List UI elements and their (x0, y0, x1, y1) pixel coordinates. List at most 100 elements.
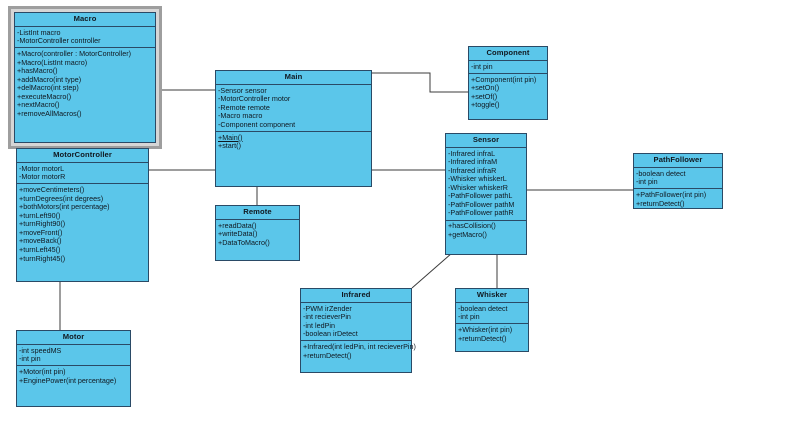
class-name-remote: Remote (216, 206, 299, 220)
methods-compartment-remote: +readData()+writeData()+DataToMacro() (216, 220, 299, 249)
method-row: +readData() (218, 220, 257, 230)
attribute-row: -PathFollower pathL (448, 191, 513, 201)
method-row: +Whisker(int pin) (458, 325, 513, 335)
method-row: +moveFront() (19, 227, 63, 237)
connector-sensor-infrared (411, 252, 453, 289)
attribute-row: -boolean irDetect (303, 329, 358, 339)
method-row: +Main() (218, 132, 243, 142)
class-name-sensor: Sensor (446, 134, 526, 148)
method-row: +Infrared(int ledPin, int recieverPin) (303, 342, 416, 352)
methods-compartment-sensor: +hasCollision()+getMacro() (446, 221, 526, 242)
attribute-row: -Remote remote (218, 102, 270, 112)
attribute-row: -Component component (218, 119, 296, 129)
method-row: +turnDegrees(int degrees) (19, 193, 104, 203)
class-name-infrared: Infrared (301, 289, 411, 303)
attribute-row: -PathFollower pathM (448, 199, 515, 209)
uml-class-motorcontroller[interactable]: MotorController-Motor motorL-Motor motor… (16, 148, 149, 282)
class-name-main: Main (216, 71, 371, 85)
method-row: +EnginePower(int percentage) (19, 375, 117, 385)
attribute-row: -Motor motorR (19, 172, 66, 182)
method-row: +nextMacro() (17, 100, 60, 110)
attributes-compartment-whisker: -boolean detect-int pin (456, 303, 528, 325)
methods-compartment-motorcontroller: +moveCentimeters()+turnDegrees(int degre… (17, 184, 148, 264)
method-row: +turnLeft90() (19, 210, 61, 220)
method-row: +returnDetect() (636, 198, 685, 208)
attribute-row: -Macro macro (218, 111, 263, 121)
method-row: +setOn() (471, 83, 500, 93)
uml-class-motor[interactable]: Motor-int speedMS-int pin+Motor(int pin)… (16, 330, 131, 407)
method-row: +PathFollower(int pin) (636, 190, 707, 200)
attribute-row: -MotorController controller (17, 36, 101, 46)
method-row: +Motor(int pin) (19, 367, 66, 377)
method-row: +returnDetect() (303, 350, 352, 360)
attribute-row: -boolean detect (636, 168, 686, 178)
attribute-row: -Infrared infraL (448, 148, 496, 158)
attribute-row: -Sensor sensor (218, 85, 267, 95)
attribute-row: -int pin (636, 177, 658, 187)
attributes-compartment-component: -int pin (469, 61, 547, 74)
attribute-row: -PathFollower pathR (448, 208, 514, 218)
attributes-compartment-motor: -int speedMS-int pin (17, 345, 130, 367)
attributes-compartment-sensor: -Infrared infraL-Infrared infraM-Infrare… (446, 148, 526, 221)
uml-class-sensor[interactable]: Sensor-Infrared infraL-Infrared infraM-I… (445, 133, 527, 255)
uml-class-component[interactable]: Component-int pin+Component(int pin)+set… (468, 46, 548, 120)
attribute-row: -int pin (19, 354, 41, 364)
class-name-component: Component (469, 47, 547, 61)
class-name-pathfollower: PathFollower (634, 154, 722, 168)
methods-compartment-motor: +Motor(int pin)+EnginePower(int percenta… (17, 366, 130, 387)
method-row: +removeAllMacros() (17, 109, 82, 118)
uml-class-main[interactable]: Main-Sensor sensor-MotorController motor… (215, 70, 372, 187)
attribute-row: -int pin (458, 312, 480, 322)
uml-class-whisker[interactable]: Whisker-boolean detect-int pin+Whisker(i… (455, 288, 529, 352)
attribute-row: -int pin (471, 61, 493, 71)
method-row: +hasMacro() (17, 66, 58, 76)
attribute-row: -int speedMS (19, 345, 62, 355)
class-name-macro: Macro (15, 13, 155, 27)
attribute-row: -Whisker whiskerL (448, 174, 507, 184)
methods-compartment-infrared: +Infrared(int ledPin, int recieverPin)+r… (301, 341, 416, 362)
method-row: +hasCollision() (448, 221, 496, 231)
method-row: +DataToMacro() (218, 237, 270, 247)
method-row: +addMacro(int type) (17, 74, 82, 84)
uml-class-remote[interactable]: Remote+readData()+writeData()+DataToMacr… (215, 205, 300, 261)
uml-class-macro[interactable]: Macro-ListInt macro-MotorController cont… (14, 12, 156, 143)
method-row: +getMacro() (448, 230, 487, 239)
method-row: +Component(int pin) (471, 74, 537, 84)
attribute-row: -Infrared infraM (448, 157, 498, 167)
method-row: +turnRight90() (19, 219, 66, 229)
method-row: +turnRight45() (19, 253, 66, 263)
uml-class-infrared[interactable]: Infrared-PWM irZender-int recieverPin-in… (300, 288, 416, 373)
attributes-compartment-main: -Sensor sensor-MotorController motor-Rem… (216, 85, 371, 132)
method-row: +Macro(controller : MotorController) (17, 49, 132, 59)
method-row: +turnLeft45() (19, 245, 61, 254)
method-row: +moveCentimeters() (19, 185, 85, 195)
method-row: +setOf() (471, 91, 498, 101)
attributes-compartment-infrared: -PWM irZender-int recieverPin-int ledPin… (301, 303, 411, 342)
attribute-row: -Whisker whiskerR (448, 182, 508, 192)
method-row: +bothMotors(int percentage) (19, 202, 110, 212)
attributes-compartment-pathfollower: -boolean detect-int pin (634, 168, 722, 190)
attribute-row: -int recieverPin (303, 312, 351, 322)
attributes-compartment-motorcontroller: -Motor motorL-Motor motorR (17, 163, 148, 185)
attribute-row: -MotorController motor (218, 94, 291, 104)
uml-class-pathfollower[interactable]: PathFollower-boolean detect-int pin+Path… (633, 153, 723, 209)
methods-compartment-component: +Component(int pin)+setOn()+setOf()+togg… (469, 74, 547, 112)
attribute-row: -Motor motorL (19, 163, 65, 173)
class-name-motorcontroller: MotorController (17, 149, 148, 163)
attribute-row: -Infrared infraR (448, 165, 497, 175)
class-name-motor: Motor (17, 331, 130, 345)
method-row: +toggle() (471, 100, 500, 110)
methods-compartment-macro: +Macro(controller : MotorController)+Mac… (15, 48, 155, 120)
methods-compartment-main: +Main()+start() (216, 132, 371, 153)
attribute-row: -PWM irZender (303, 303, 352, 313)
attributes-compartment-macro: -ListInt macro-MotorController controlle… (15, 27, 155, 49)
methods-compartment-whisker: +Whisker(int pin)+returnDetect() (456, 324, 528, 345)
attribute-row: -int ledPin (303, 320, 335, 330)
attribute-row: -boolean detect (458, 303, 508, 313)
method-row: +moveBack() (19, 236, 62, 246)
methods-compartment-pathfollower: +PathFollower(int pin)+returnDetect() (634, 189, 722, 210)
method-row: +delMacro(int step) (17, 83, 79, 93)
connector-main-component (372, 72, 468, 93)
method-row: +Macro(ListInt macro) (17, 57, 88, 67)
